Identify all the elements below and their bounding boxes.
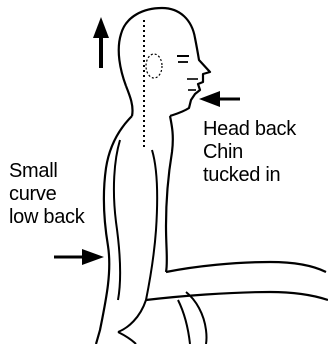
- arm-back: [114, 140, 120, 300]
- label-chin: Chin: [203, 141, 243, 164]
- low-back-arrow-icon: [54, 249, 104, 265]
- label-small: Small: [9, 160, 58, 183]
- hand-fingers: [178, 300, 190, 344]
- ear-outline: [146, 54, 162, 78]
- torso-front: [166, 116, 173, 272]
- arm-front: [118, 150, 157, 332]
- face-features: [177, 56, 198, 90]
- head-outline: [119, 8, 210, 116]
- label-low-back: low back: [9, 206, 84, 229]
- up-arrow-icon: [93, 17, 109, 68]
- thigh-lower: [146, 292, 328, 300]
- label-head-back: Head back: [203, 118, 296, 141]
- thigh-upper: [166, 262, 326, 272]
- neck-back: [126, 86, 133, 116]
- torso-back: [96, 116, 132, 344]
- label-curve: curve: [9, 183, 56, 206]
- label-tucked-in: tucked in: [203, 164, 280, 187]
- chin-arrow-icon: [199, 91, 240, 107]
- seat-lines: [118, 332, 136, 344]
